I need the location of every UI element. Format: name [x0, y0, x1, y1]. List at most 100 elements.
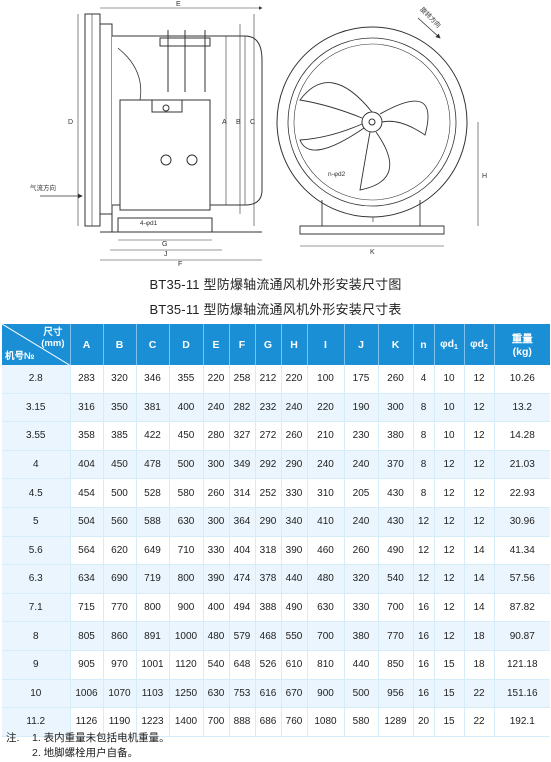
table-cell: 14 — [464, 564, 495, 594]
table-cell: 190 — [344, 393, 379, 423]
table-cell: 240 — [307, 450, 345, 480]
dimension-label: K — [370, 249, 375, 256]
table-cell: 1006 — [70, 679, 104, 709]
table-cell: 380 — [378, 421, 414, 451]
table-cell: 12 — [434, 478, 465, 508]
table-cell: 240 — [344, 507, 379, 537]
table-cell: 4 — [413, 365, 435, 394]
dimension-table: 尺寸(mm) 机号№ A B C D E F G H I J K n φd1 φ… — [2, 324, 550, 737]
dimension-label: A — [222, 119, 227, 126]
table-cell: 560 — [103, 507, 137, 537]
table-cell: 390 — [203, 564, 230, 594]
table-cell: 13.2 — [494, 393, 550, 423]
notes: 注.1. 表内重量未包括电机重量。 2. 地脚螺栓用户自备。 — [6, 731, 170, 761]
table-cell: 220 — [281, 365, 308, 394]
table-cell: 15 — [434, 679, 465, 709]
col-header-weight: 重量(kg) — [494, 324, 550, 365]
table-cell: 620 — [103, 536, 137, 566]
col-header-i: I — [307, 324, 345, 365]
table-cell: 240 — [203, 393, 230, 423]
col-header-g: G — [255, 324, 282, 365]
table-cell: 272 — [255, 421, 282, 451]
table-cell: 1001 — [136, 650, 170, 680]
table-cell: 212 — [255, 365, 282, 394]
table-cell: 16 — [413, 593, 435, 623]
table-cell: 21.03 — [494, 450, 550, 480]
model-number-cell: 5.6 — [2, 536, 71, 566]
table-cell: 719 — [136, 564, 170, 594]
table-cell: 12 — [434, 450, 465, 480]
table-cell: 800 — [136, 593, 170, 623]
table-cell: 634 — [70, 564, 104, 594]
corner-model-label: 机号№ — [5, 351, 35, 362]
table-cell: 454 — [70, 478, 104, 508]
table-cell: 10 — [434, 421, 465, 451]
table-cell: 1126 — [70, 707, 104, 737]
table-cell: 320 — [344, 564, 379, 594]
table-cell: 500 — [169, 450, 204, 480]
dimension-label: G — [162, 241, 167, 248]
table-cell: 528 — [136, 478, 170, 508]
table-cell: 700 — [307, 621, 345, 651]
table-cell: 90.87 — [494, 621, 550, 651]
model-number-cell: 2.8 — [2, 365, 71, 394]
table-cell: 8 — [413, 478, 435, 508]
table-cell: 8 — [413, 421, 435, 451]
model-number-cell: 4 — [2, 450, 71, 480]
table-cell: 310 — [307, 478, 345, 508]
table-cell: 564 — [70, 536, 104, 566]
rotation-direction-label: 旋转方向 — [418, 5, 443, 30]
col-header-c: C — [136, 324, 170, 365]
table-cell: 430 — [378, 478, 414, 508]
dimension-label: C — [250, 119, 255, 126]
corner-size-label: 尺寸 — [43, 327, 63, 338]
table-cell: 364 — [229, 507, 256, 537]
table-cell: 400 — [169, 393, 204, 423]
table-cell: 8 — [413, 450, 435, 480]
table-cell: 283 — [70, 365, 104, 394]
table-cell: 220 — [307, 393, 345, 423]
table-cell: 22.93 — [494, 478, 550, 508]
table-cell: 12 — [434, 507, 465, 537]
table-cell: 460 — [307, 536, 345, 566]
table-cell: 490 — [378, 536, 414, 566]
table-cell: 404 — [229, 536, 256, 566]
table-cell: 290 — [281, 450, 308, 480]
table-cell: 1080 — [307, 707, 345, 737]
table-cell: 474 — [229, 564, 256, 594]
table-cell: 12 — [464, 393, 495, 423]
table-cell: 540 — [378, 564, 414, 594]
model-number-cell: 10 — [2, 679, 71, 709]
table-cell: 260 — [281, 421, 308, 451]
dimension-label: J — [164, 251, 168, 258]
table-cell: 330 — [281, 478, 308, 508]
table-cell: 410 — [307, 507, 345, 537]
col-header-d2: φd2 — [464, 324, 495, 365]
table-cell: 14 — [464, 593, 495, 623]
table-cell: 478 — [136, 450, 170, 480]
table-cell: 970 — [103, 650, 137, 680]
col-header-d1: φd1 — [434, 324, 465, 365]
table-cell: 330 — [203, 536, 230, 566]
table-cell: 290 — [255, 507, 282, 537]
table-cell: 390 — [281, 536, 308, 566]
table-cell: 450 — [169, 421, 204, 451]
table-cell: 800 — [169, 564, 204, 594]
table-cell: 770 — [103, 593, 137, 623]
table-cell: 494 — [229, 593, 256, 623]
table-cell: 805 — [70, 621, 104, 651]
table-cell: 385 — [103, 421, 137, 451]
col-header-e: E — [203, 324, 230, 365]
table-cell: 10 — [434, 393, 465, 423]
corner-unit-label: (mm) — [41, 338, 65, 349]
table-cell: 350 — [103, 393, 137, 423]
table-cell: 1190 — [103, 707, 137, 737]
table-cell: 616 — [255, 679, 282, 709]
table-cell: 710 — [169, 536, 204, 566]
table-cell: 12 — [464, 507, 495, 537]
table-cell: 175 — [344, 365, 379, 394]
dimension-label: B — [236, 119, 241, 126]
